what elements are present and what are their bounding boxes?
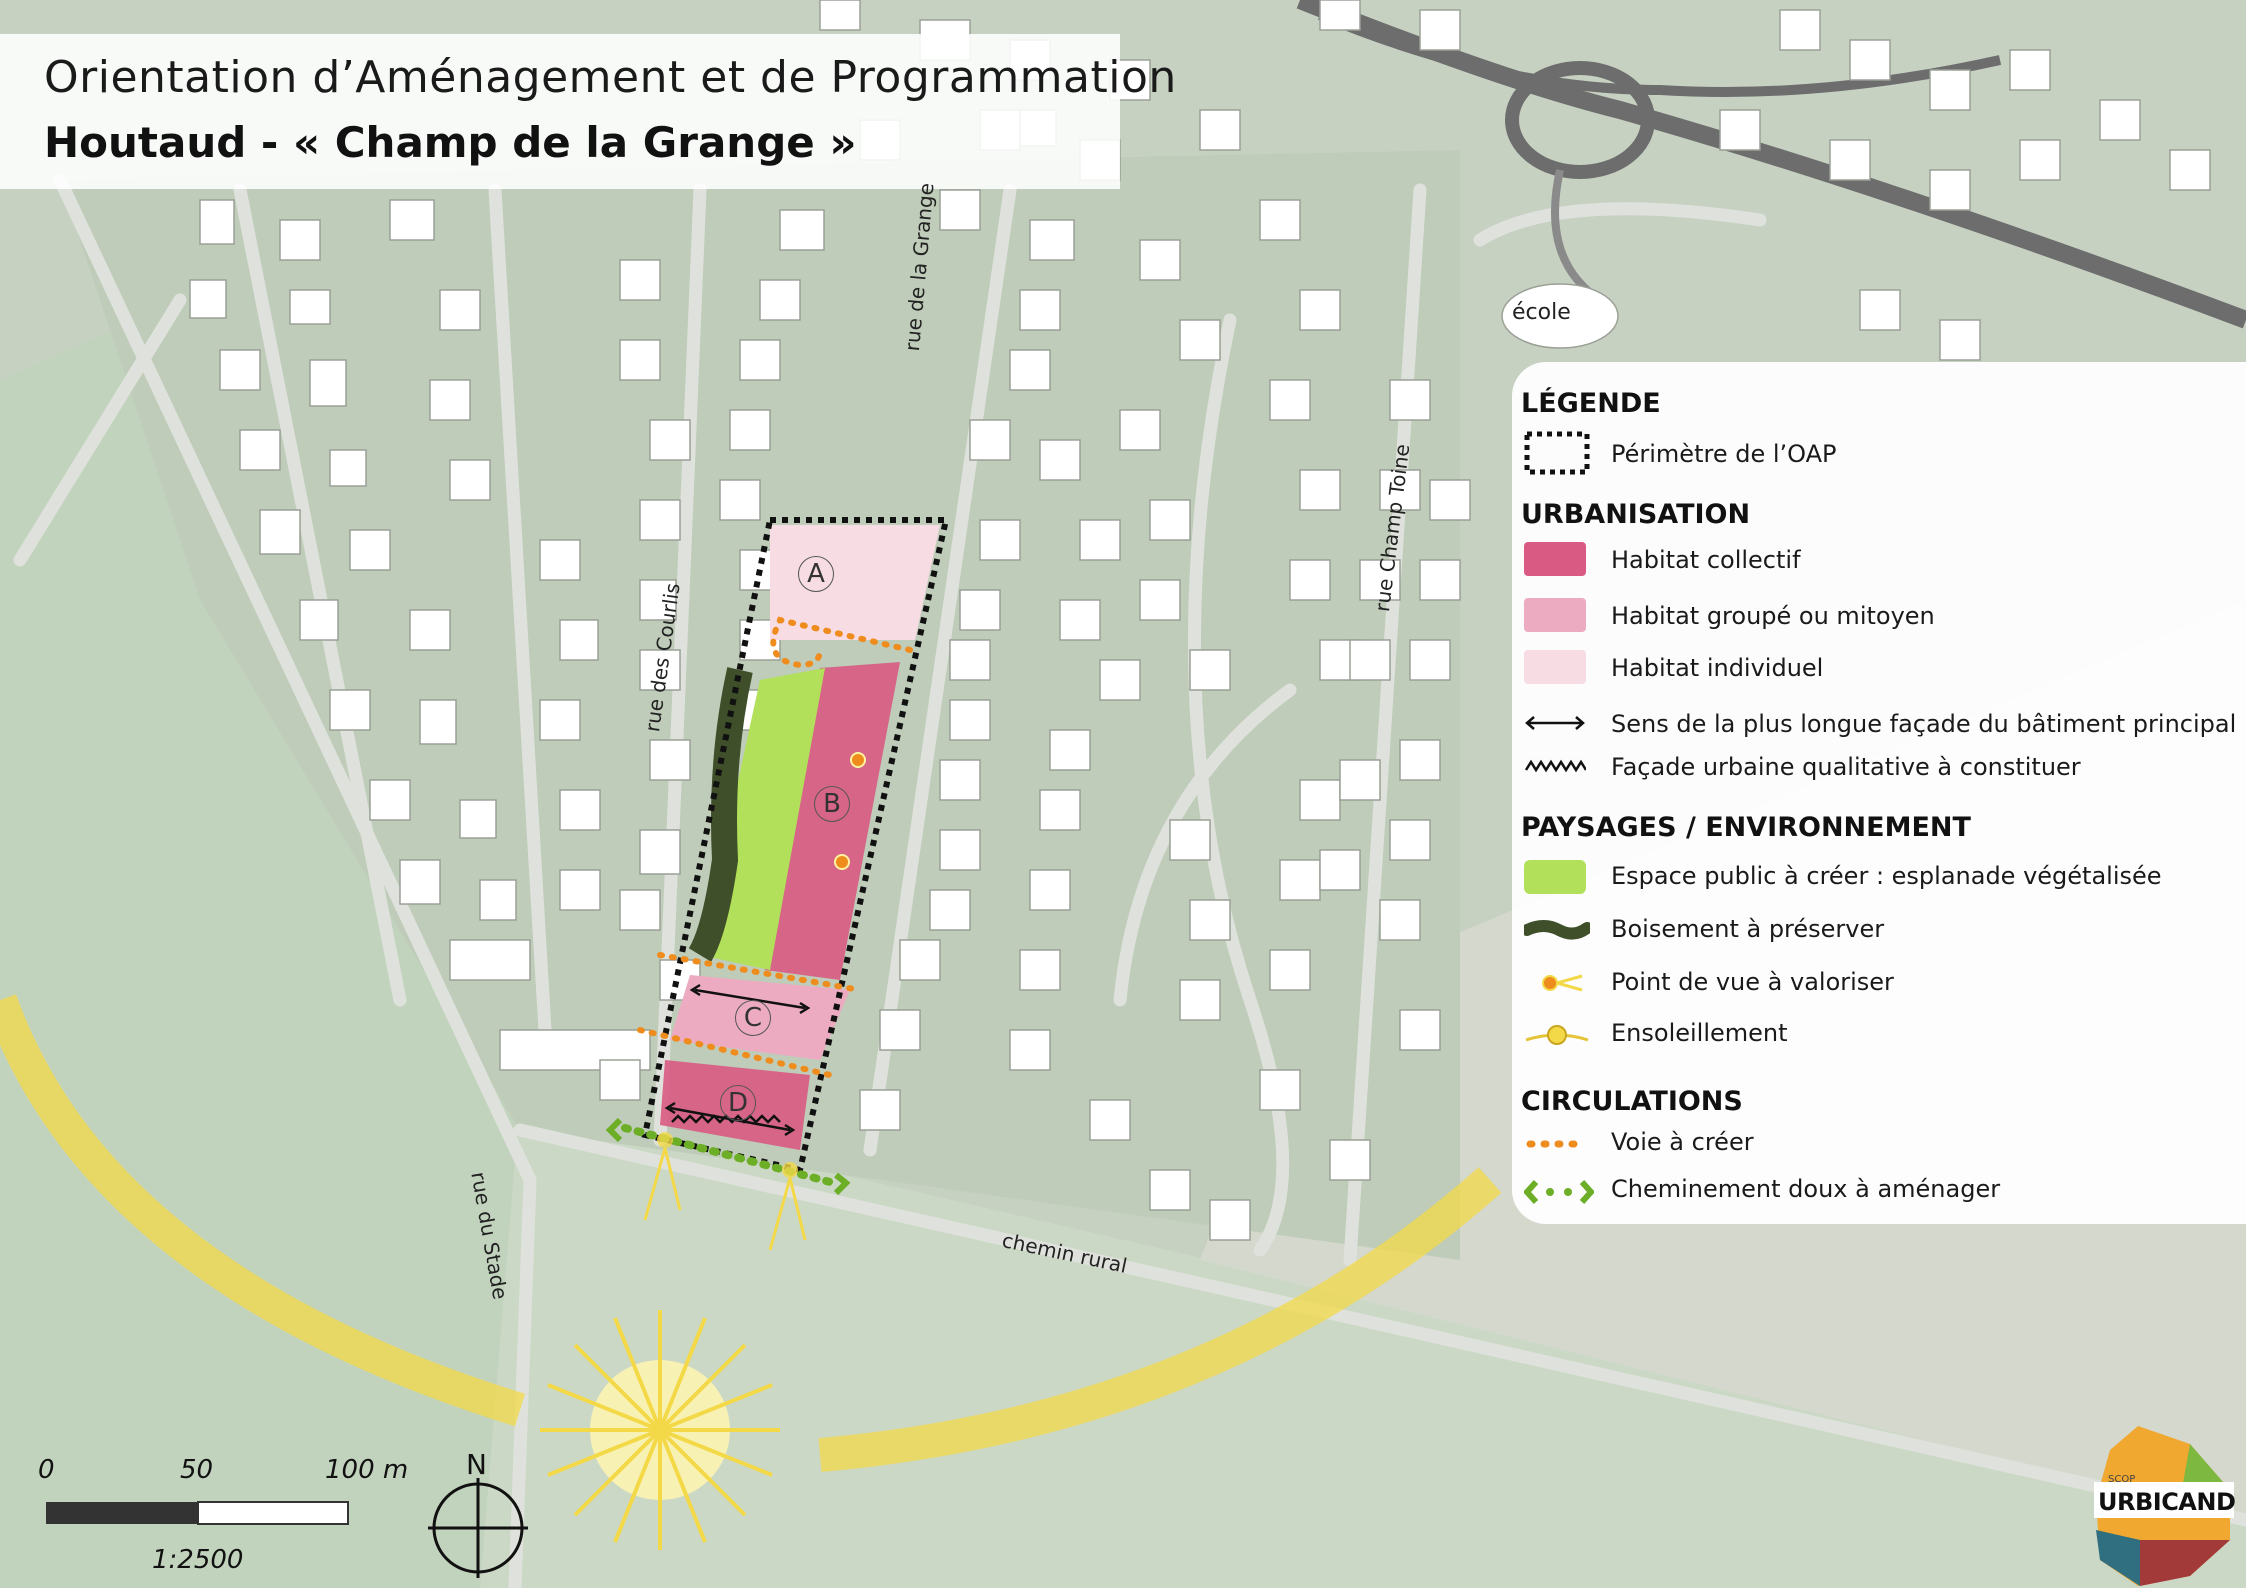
road-grange	[863, 183, 1017, 1157]
zigzag-icon	[1524, 759, 1586, 773]
urbicand-logo-icon	[2094, 1426, 2234, 1586]
legend-cheminement-doux: Cheminement doux à aménager	[1611, 1175, 2001, 1203]
legend-habitat-groupe: Habitat groupé ou mitoyen	[1611, 602, 1935, 630]
map-title: Orientation d’Aménagement et de Programm…	[44, 52, 1177, 103]
road-stade	[53, 173, 537, 1588]
legend-panel	[1512, 362, 2246, 1224]
scale-ratio: 1:2500	[152, 1545, 244, 1575]
habitat-individuel-swatch	[1524, 650, 1586, 684]
zone-d-label: D	[720, 1085, 756, 1121]
map-subtitle: Houtaud - « Champ de la Grange »	[44, 118, 857, 167]
legend-voie-a-creer: Voie à créer	[1611, 1128, 1754, 1156]
logo-name: URBICAND	[2098, 1488, 2236, 1516]
legend-facade-qualitative: Façade urbaine qualitative à constituer	[1611, 753, 2081, 781]
north-arrow-icon	[428, 1478, 528, 1578]
espace-public-swatch	[1524, 860, 1586, 894]
legend-habitat-individuel: Habitat individuel	[1611, 654, 1824, 682]
legend-sens-facade: Sens de la plus longue façade du bâtimen…	[1611, 710, 2237, 738]
scale-label-100: 100 m	[325, 1455, 409, 1485]
title-panel	[0, 34, 1120, 189]
legend-point-de-vue: Point de vue à valoriser	[1611, 968, 1894, 996]
habitat-collectif-swatch	[1524, 542, 1586, 576]
zone-b-label: B	[814, 786, 850, 822]
legend-urbanisation-heading: URBANISATION	[1521, 499, 1751, 530]
legend-perimetre: Périmètre de l’OAP	[1611, 440, 1837, 468]
north-label: N	[466, 1448, 487, 1481]
boisement-icon	[1524, 920, 1590, 940]
legend-paysages-heading: PAYSAGES / ENVIRONNEMENT	[1521, 812, 1971, 843]
double-arrow-icon	[1525, 716, 1585, 730]
ensoleillement-icon	[1525, 1025, 1589, 1045]
zone-a-label: A	[798, 556, 834, 592]
label-ecole: école	[1512, 300, 1571, 325]
scale-label-50: 50	[180, 1455, 214, 1485]
legend-ensoleillement: Ensoleillement	[1611, 1019, 1788, 1047]
road-champ-toine	[1343, 183, 1427, 1267]
oap-zones	[605, 517, 950, 1251]
sun-icon	[540, 1310, 780, 1550]
habitat-groupe-swatch	[1524, 598, 1586, 632]
perimeter-swatch-icon	[1524, 431, 1590, 475]
zone-c-label: C	[735, 1000, 771, 1036]
scale-bar	[46, 1501, 349, 1525]
logo-scop-text: SCOP	[2108, 1474, 2136, 1485]
legend-circulations-heading: CIRCULATIONS	[1521, 1086, 1743, 1117]
legend-title: LÉGENDE	[1521, 388, 1661, 419]
legend-habitat-collectif: Habitat collectif	[1611, 546, 1801, 574]
scale-label-0: 0	[38, 1455, 55, 1485]
point-de-vue-icon	[1542, 974, 1583, 992]
road-chemin-rural	[513, 1123, 2246, 1527]
legend-espace-public: Espace public à créer : esplanade végéta…	[1611, 862, 2162, 890]
legend-boisement: Boisement à préserver	[1611, 915, 1885, 943]
cheminement-doux-icon	[1524, 1179, 1594, 1205]
voie-a-creer-icon	[1526, 1140, 1590, 1148]
